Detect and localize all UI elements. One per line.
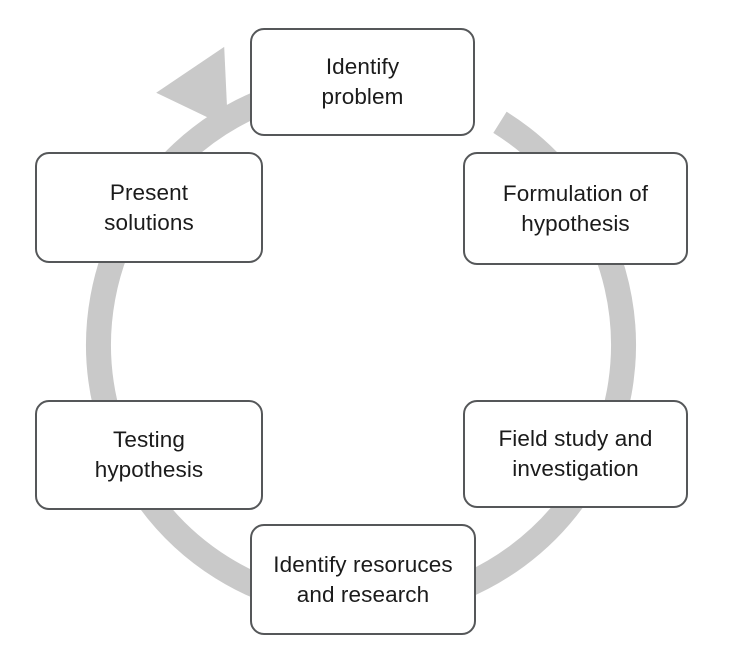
- arrow-head-icon: [156, 46, 228, 128]
- node-label: Identify resoruces and research: [273, 551, 453, 607]
- node-testing-hypothesis[interactable]: Testing hypothesis: [35, 400, 263, 510]
- node-identify-resources-and-research[interactable]: Identify resoruces and research: [250, 524, 476, 635]
- node-label: Present solutions: [104, 179, 194, 235]
- node-field-study-and-investigation[interactable]: Field study and investigation: [463, 400, 688, 508]
- node-label: Testing hypothesis: [94, 427, 204, 482]
- node-label: Formulation of hypothesis: [502, 180, 649, 236]
- node-label: Identify problem: [321, 54, 404, 109]
- node-present-solutions[interactable]: Present solutions: [35, 152, 263, 263]
- node-label: Field study and investigation: [498, 426, 653, 481]
- node-identify-problem[interactable]: Identify problem: [250, 28, 475, 136]
- node-formulation-of-hypothesis[interactable]: Formulation of hypothesis: [463, 152, 688, 265]
